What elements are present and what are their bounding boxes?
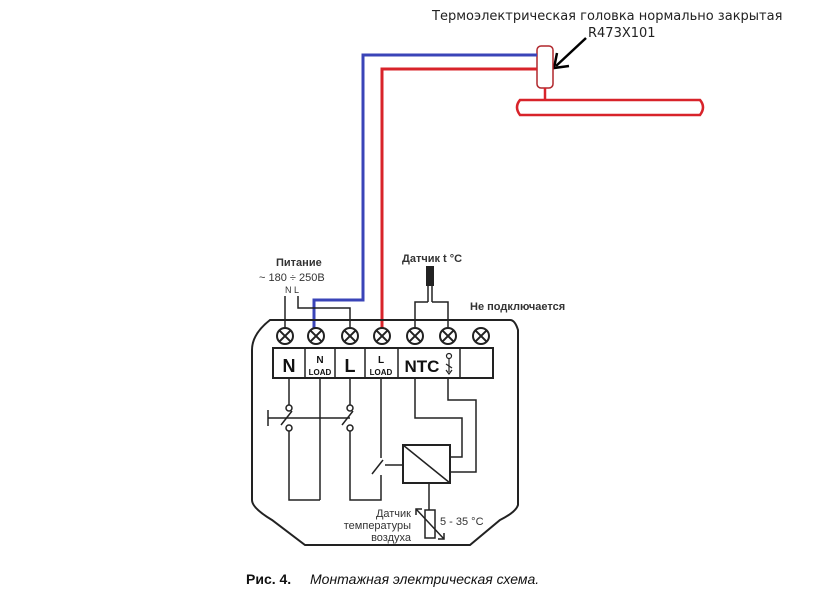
- screw-terminal-icon: [373, 327, 391, 345]
- terminal-l-load-sub: LOAD: [370, 368, 393, 377]
- thermo-head: [536, 45, 554, 89]
- screw-terminal-icon: [307, 327, 325, 345]
- power-phases: N L: [285, 285, 299, 295]
- power-voltage: ~ 180 ÷ 250В: [259, 272, 325, 284]
- terminal-strip: [272, 347, 494, 379]
- wire-blue-n-load: [312, 53, 537, 330]
- screw-terminal-icon: [341, 327, 359, 345]
- terminal-l-load-main: L: [378, 355, 384, 366]
- wire-ntc-2: [432, 301, 449, 330]
- screw-terminal-icon: [472, 327, 490, 345]
- power-title: Питание: [276, 257, 322, 269]
- screw-terminals: [276, 327, 490, 345]
- screw-terminal-icon: [439, 327, 457, 345]
- model-label: R473X101: [588, 26, 656, 41]
- terminal-n-load-main: N: [316, 355, 323, 366]
- pointer-arrow-icon: [552, 37, 587, 70]
- air-sensor-range: 5 - 35 °C: [440, 516, 484, 528]
- terminal-l: L: [345, 356, 356, 376]
- device-housing: [251, 319, 519, 546]
- internal-circuit: [267, 378, 477, 540]
- screw-terminal-icon: [276, 327, 294, 345]
- air-sensor-line2: температуры: [344, 520, 411, 532]
- sensor-label: Датчик t °C: [402, 253, 462, 265]
- wire-red-l-load: [380, 67, 537, 330]
- wire-ntc-1: [414, 301, 428, 330]
- ntc-symbol-icon: [445, 352, 453, 375]
- radiator-valve: [515, 98, 705, 117]
- screw-terminal-icon: [406, 327, 424, 345]
- air-sensor-line3: воздуха: [371, 532, 412, 544]
- temperature-sensor-icon: [426, 266, 434, 302]
- thermo-head-label: Термоэлектрическая головка нормально зак…: [431, 9, 782, 24]
- figure-caption: Монтажная электрическая схема.: [310, 571, 539, 587]
- terminal-n-load-sub: LOAD: [309, 368, 332, 377]
- air-sensor-line1: Датчик: [376, 508, 411, 520]
- terminal-n: N: [283, 356, 296, 376]
- not-connected-label: Не подключается: [470, 301, 565, 313]
- terminal-ntc: NTC: [405, 357, 440, 376]
- figure-number: Рис. 4.: [246, 571, 291, 587]
